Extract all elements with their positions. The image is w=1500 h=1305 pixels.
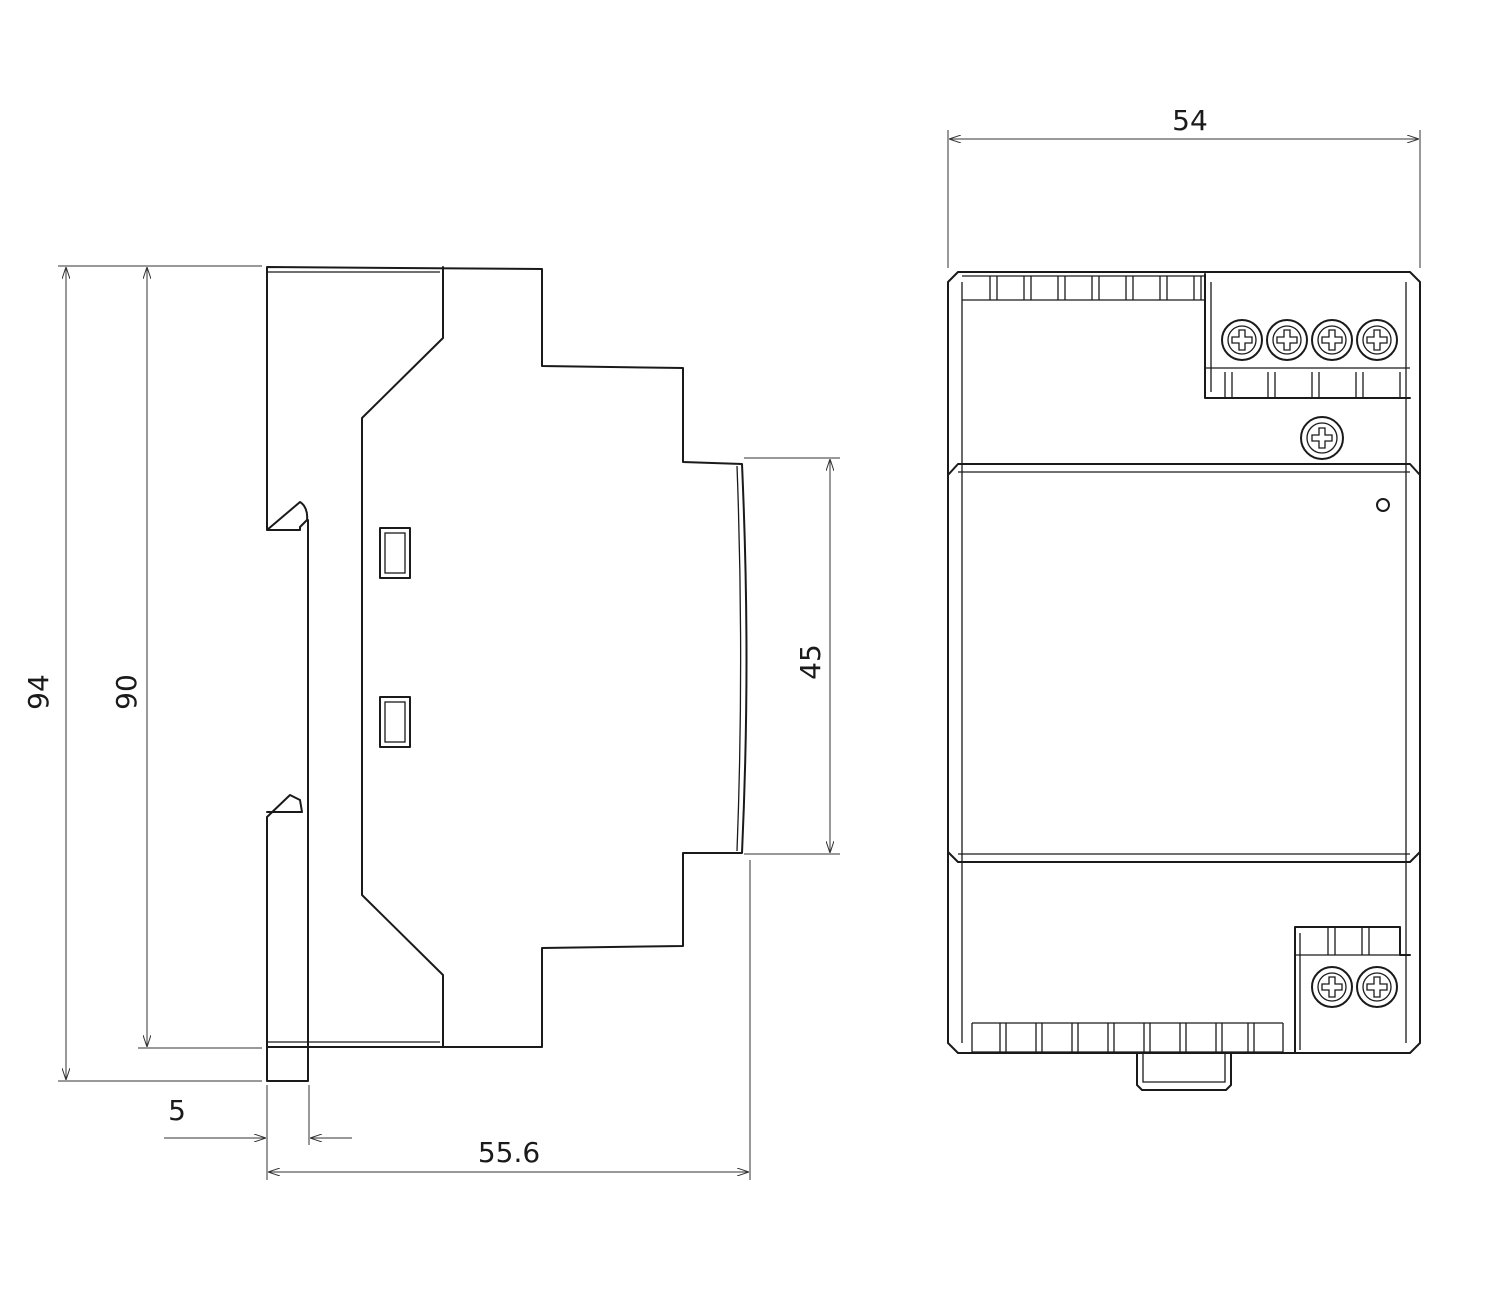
dim-label-90: 90	[110, 674, 143, 710]
front-cover-panel	[947, 463, 1421, 863]
front-view-outline	[947, 271, 1421, 1054]
bottom-vent-fins	[971, 1022, 1284, 1053]
terminal-screw-icon	[1221, 319, 1263, 361]
top-vent-fins	[962, 275, 1205, 301]
din-latch-tab	[266, 1046, 309, 1082]
dim-label-5: 5	[168, 1094, 186, 1127]
vent-slot-lower	[379, 696, 411, 748]
side-view	[266, 266, 748, 1082]
dim-label-94: 94	[22, 674, 55, 710]
dim-label-54: 54	[1172, 104, 1208, 137]
bottom-terminal-block	[1294, 926, 1411, 1054]
terminal-screw-icon	[1356, 966, 1398, 1008]
front-view-dimensions: 54	[947, 104, 1421, 268]
terminal-screw-icon	[1311, 319, 1353, 361]
vent-slot-upper	[379, 527, 411, 579]
terminal-screw-icon	[1266, 319, 1308, 361]
side-view-outline	[266, 266, 748, 1048]
terminal-screw-icon	[1311, 966, 1353, 1008]
side-view-dimensions: 94 90 45 5 55.6	[22, 265, 840, 1180]
led-indicator	[1376, 498, 1390, 512]
adjust-potentiometer-icon	[1300, 416, 1344, 460]
side-view-inner-face	[361, 266, 444, 1048]
front-view	[947, 271, 1421, 1091]
front-din-latch-tab	[1136, 1052, 1232, 1091]
terminal-screw-icon	[1356, 319, 1398, 361]
top-terminal-block	[1204, 273, 1411, 399]
dim-label-45: 45	[794, 644, 827, 680]
dim-label-55-6: 55.6	[478, 1136, 540, 1169]
